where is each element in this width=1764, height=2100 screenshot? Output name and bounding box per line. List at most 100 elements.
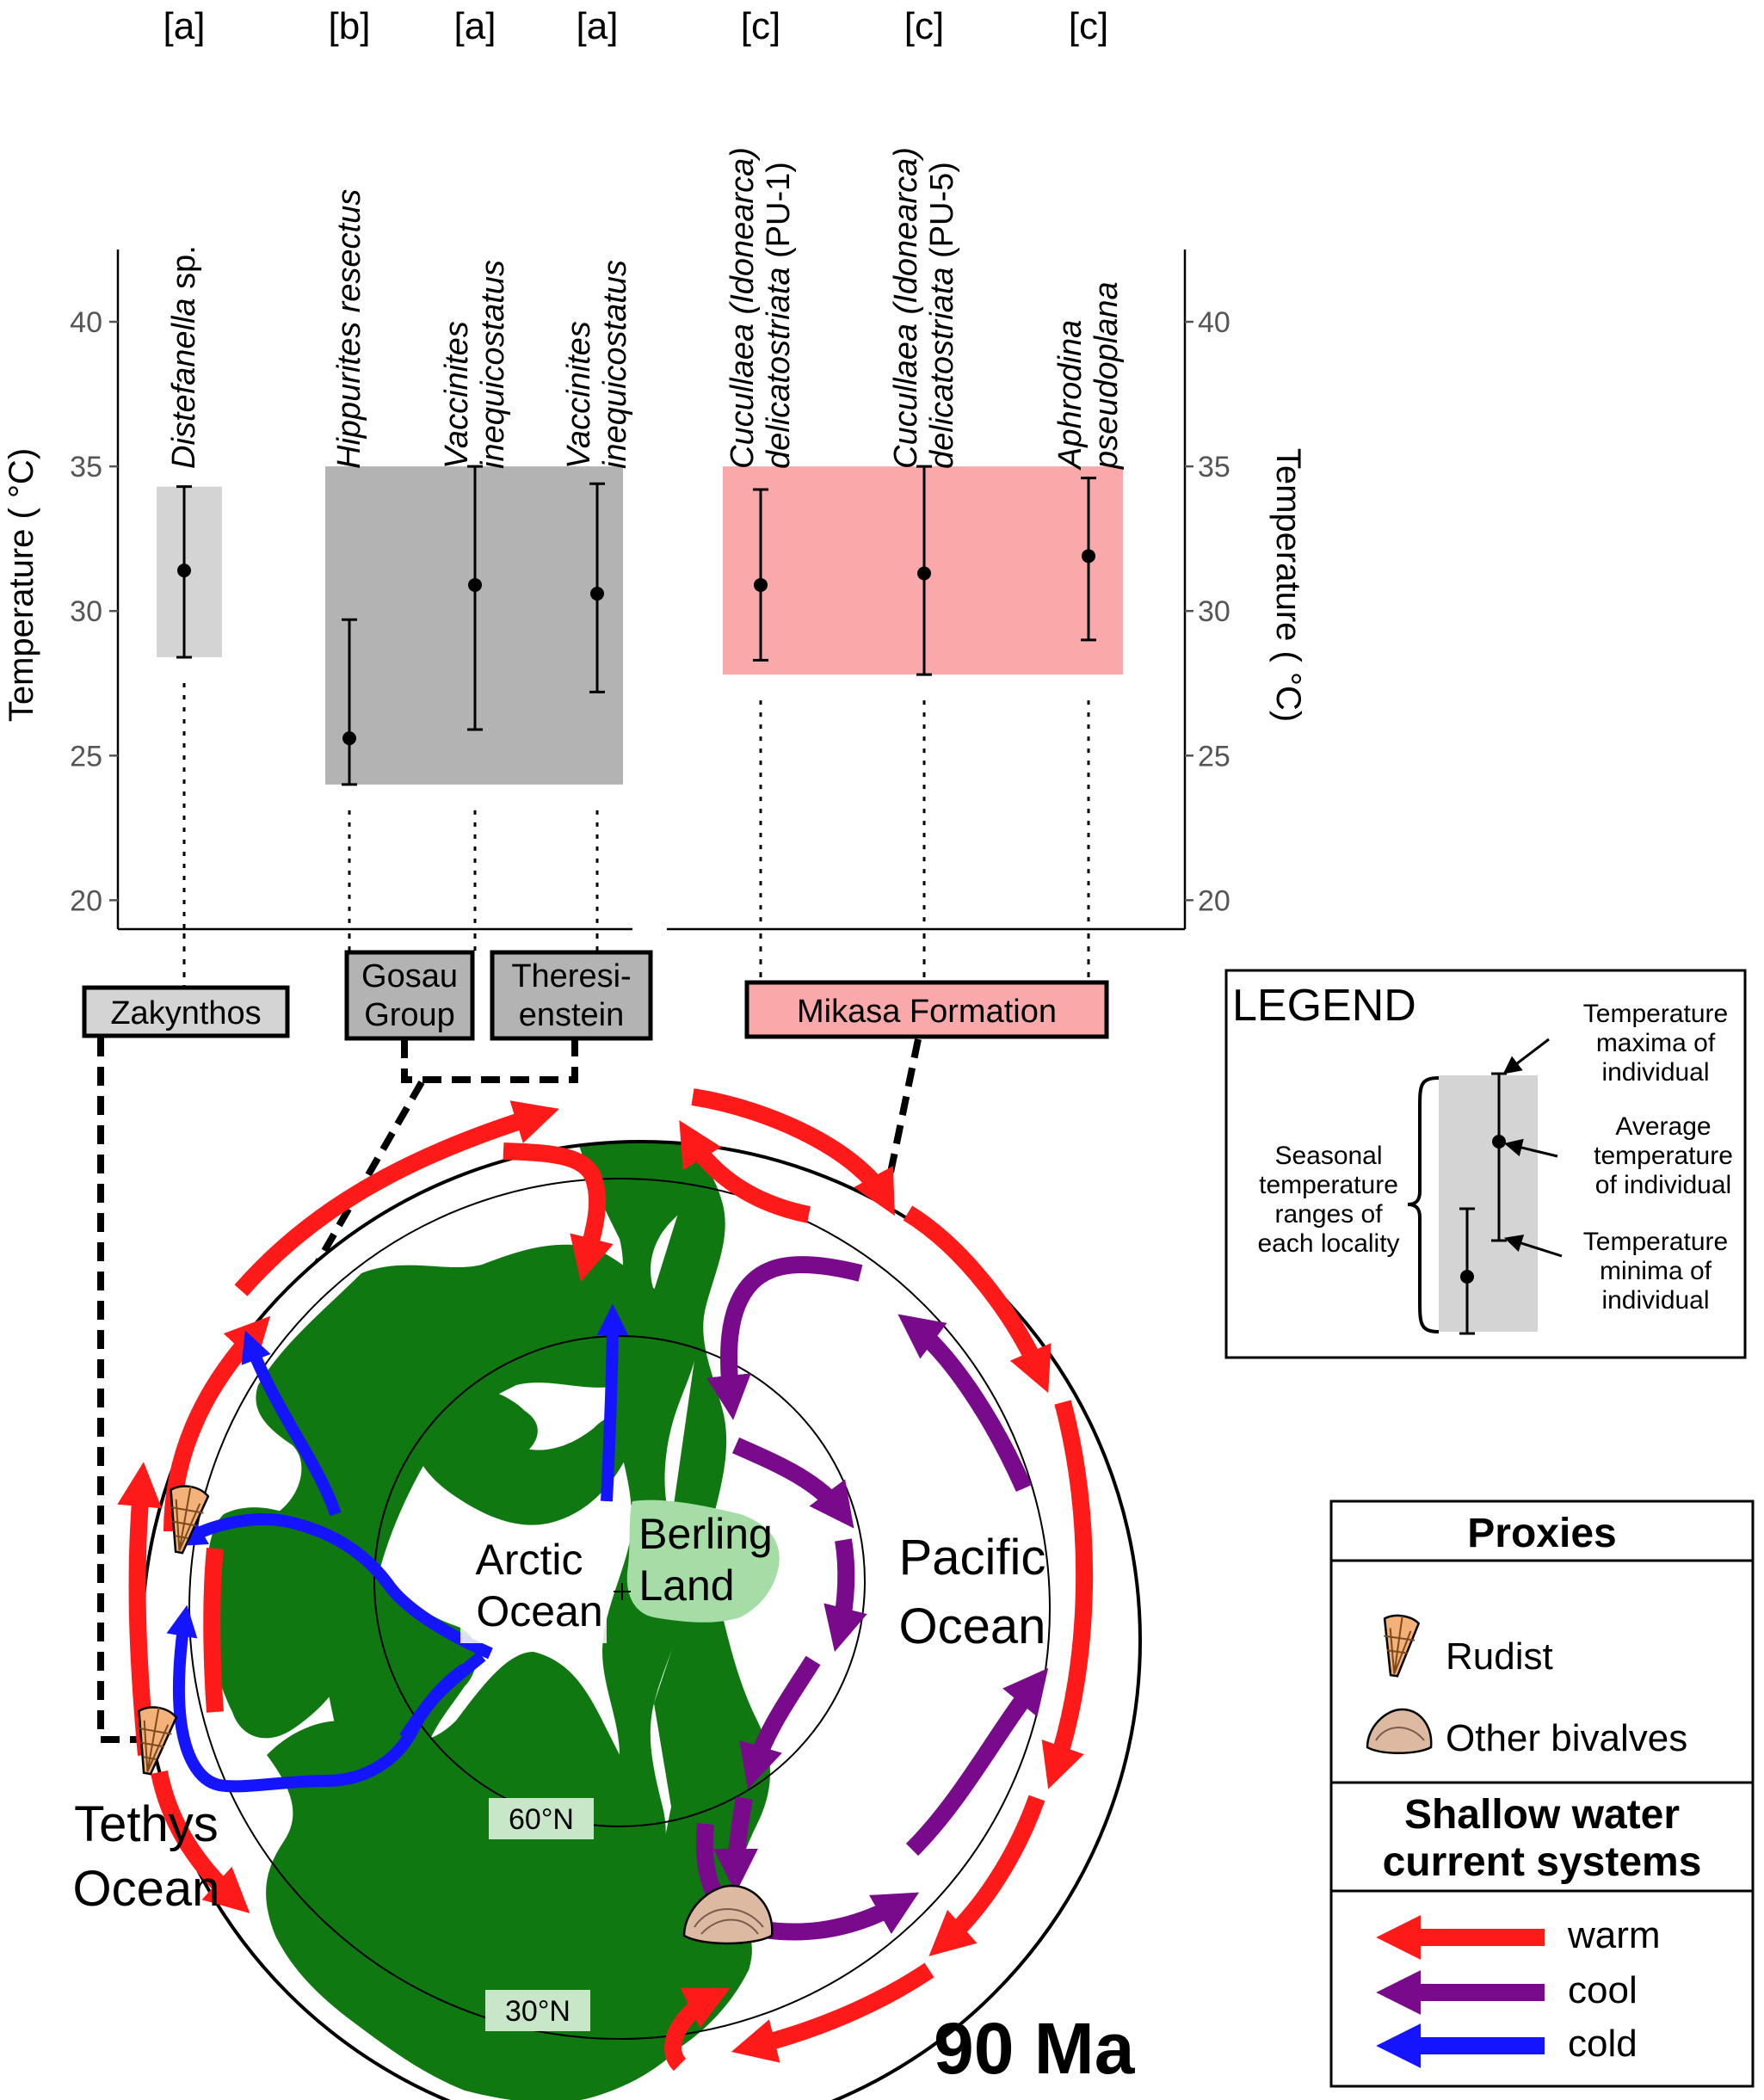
legend-box: LEGEND Temperature maxima of individual …	[1224, 969, 1747, 1359]
bivalve-legend-icon	[1366, 1708, 1433, 1754]
paleomap-90ma: Arctic Ocean Berling Land Pacific Ocean …	[73, 1088, 1142, 2100]
specimen-name: Cucullaea (Idonearca)	[888, 147, 924, 469]
specimen-name: inequicostatus	[597, 260, 633, 469]
svg-text:individual: individual	[1601, 1058, 1709, 1087]
svg-text:Rudist: Rudist	[1446, 1635, 1553, 1678]
reference-label: [a]	[163, 5, 206, 47]
svg-text:Shallow water: Shallow water	[1404, 1792, 1680, 1838]
mikasa-formation-label: Mikasa Formation	[744, 980, 1109, 1039]
svg-text:Gosau: Gosau	[361, 958, 458, 995]
svg-text:Theresi-: Theresi-	[511, 958, 631, 995]
reference-label: [a]	[454, 5, 497, 47]
specimen-guides	[182, 683, 1090, 929]
locality-labels: Zakynthos Gosau Group Theresi- enstein M…	[82, 933, 1109, 1894]
mean-point	[917, 566, 931, 581]
proxies-legend: Proxies Rudist Other bivalves Shallow wa…	[1329, 1500, 1755, 2088]
rudist-legend-icon	[1383, 1614, 1421, 1678]
specimen-name: inequicostatus	[475, 260, 511, 469]
svg-text:current systems: current systems	[1383, 1839, 1702, 1885]
berling-land	[626, 1500, 780, 1623]
rudist-icon	[169, 1485, 210, 1555]
svg-text:ranges of: ranges of	[1274, 1200, 1383, 1229]
specimen-name: Aphrodina	[1052, 320, 1089, 471]
svg-text:temperature: temperature	[1259, 1171, 1398, 1199]
svg-text:cold: cold	[1568, 2023, 1638, 2065]
mean-point	[342, 731, 356, 746]
mean-point	[590, 587, 604, 601]
svg-text:Zakynthos: Zakynthos	[110, 995, 261, 1032]
svg-text:cool: cool	[1568, 1969, 1638, 2011]
y-tick-label-right: 20	[1198, 884, 1230, 917]
svg-text:Group: Group	[364, 997, 455, 1033]
specimen-name: Distefanella sp.	[166, 245, 202, 469]
svg-text:of individual: of individual	[1595, 1171, 1731, 1199]
specimen-name: pseudoplana	[1089, 281, 1125, 470]
svg-text:maxima of: maxima of	[1596, 1029, 1716, 1057]
svg-text:Proxies: Proxies	[1467, 1511, 1616, 1556]
specimen-name: Cucullaea (Idonearca)	[725, 147, 761, 469]
reference-label: [a]	[577, 5, 619, 47]
tethys-ocean-label: Tethys	[74, 1796, 219, 1852]
svg-text:Seasonal: Seasonal	[1274, 1142, 1382, 1170]
theresienstein-label: Theresi- enstein	[490, 950, 653, 1041]
mean-point	[177, 563, 191, 578]
y-tick-label-right: 30	[1198, 595, 1230, 628]
svg-text:Other bivalves: Other bivalves	[1446, 1717, 1687, 1759]
landmass-europe	[249, 1244, 682, 1815]
svg-text:each locality: each locality	[1257, 1229, 1399, 1258]
svg-text:temperature: temperature	[1594, 1142, 1733, 1170]
gosau-group-label: Gosau Group	[344, 950, 475, 1041]
specimen-marks	[176, 465, 1096, 786]
arctic-ocean-label: Arctic	[476, 1536, 583, 1584]
reference-label: [b]	[329, 5, 371, 47]
lat-30-label: 30°N	[505, 1995, 571, 2028]
mean-point	[1082, 549, 1095, 563]
lat-60-label: 60°N	[509, 1803, 574, 1836]
svg-text:Ocean: Ocean	[899, 1598, 1046, 1654]
svg-text:Temperature: Temperature	[1583, 1228, 1728, 1256]
landmass-lower-asia	[357, 1927, 474, 2065]
svg-text:Average: Average	[1615, 1112, 1711, 1141]
mean-point	[468, 577, 482, 592]
svg-text:Mikasa Formation: Mikasa Formation	[797, 994, 1057, 1030]
y-tick-label-right: 25	[1198, 740, 1230, 773]
rudist-icon	[137, 1706, 178, 1776]
y-axis-title-left: Temperature ( °C)	[3, 448, 40, 722]
svg-text:minima of: minima of	[1600, 1257, 1712, 1285]
svg-text:warm: warm	[1567, 1914, 1661, 1956]
specimen-name: Vaccinites	[439, 321, 475, 469]
specimen-name: Vaccinites	[561, 321, 597, 469]
warm-currents	[117, 1088, 1094, 2072]
svg-text:Temperature: Temperature	[1583, 1000, 1728, 1028]
age-label: 90 Ma	[934, 2008, 1136, 2089]
svg-text:individual: individual	[1601, 1286, 1709, 1315]
y-tick-label-right: 35	[1198, 451, 1230, 483]
svg-text:Ocean: Ocean	[73, 1861, 220, 1917]
locality-bands	[157, 466, 1123, 785]
berling-land-label: Berling	[638, 1510, 773, 1558]
cold-currents	[166, 1303, 629, 1793]
svg-text:Ocean: Ocean	[476, 1587, 602, 1635]
y-tick-label-left: 25	[70, 740, 102, 773]
landmass-central	[207, 1507, 356, 1739]
svg-text:enstein: enstein	[519, 997, 625, 1033]
svg-text:LEGEND: LEGEND	[1232, 981, 1416, 1031]
reference-label: [c]	[1069, 5, 1108, 47]
landmass-north-america	[573, 1142, 700, 1895]
landmass-svalbard	[411, 1401, 631, 1525]
y-tick-label-left: 35	[70, 451, 102, 483]
y-tick-label-left: 40	[70, 306, 102, 339]
specimen-name: delicatostriata (PU-5)	[924, 162, 960, 469]
reference-label: [c]	[904, 5, 944, 47]
y-tick-label-left: 30	[70, 595, 102, 628]
y-axis-title-right: Temperature ( °C)	[1269, 448, 1307, 722]
reference-labels: [a][b][a][a][c][c][c]	[163, 5, 1109, 47]
y-tick-label-left: 20	[70, 884, 102, 917]
svg-text:Land: Land	[638, 1561, 734, 1610]
bivalve-icon	[682, 1884, 774, 1945]
zakynthos-label: Zakynthos	[82, 985, 290, 1038]
